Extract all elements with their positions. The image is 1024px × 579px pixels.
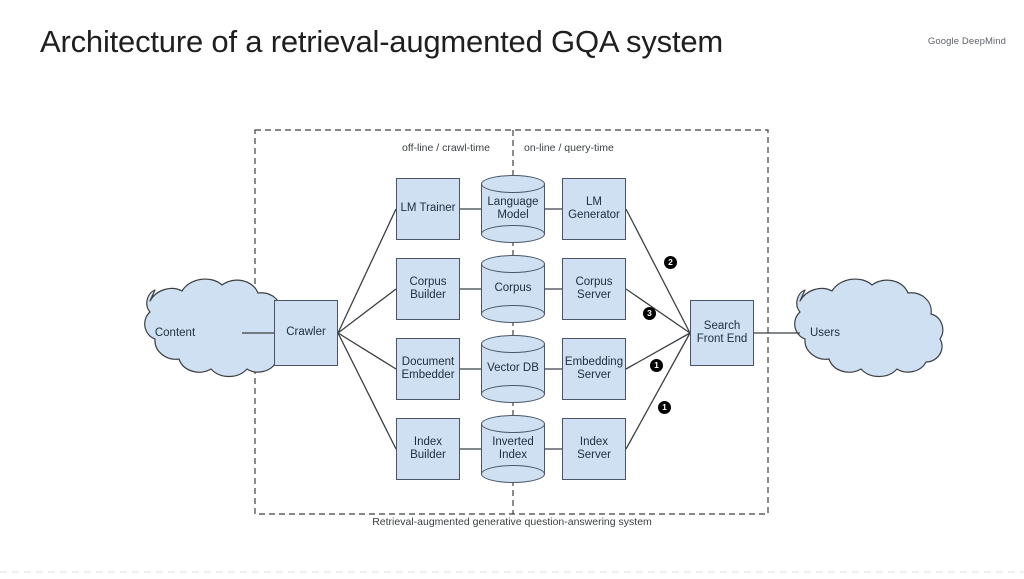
connector-index-server-to-frontend (625, 332, 691, 450)
content-cloud-label: Content (154, 327, 196, 339)
cylinder-bottom-ellipse (481, 305, 545, 323)
node-lm-generator[interactable]: LM Generator (562, 178, 626, 240)
connector-crawler-to-index-builder (337, 332, 397, 450)
phase-label-offline: off-line / crawl-time (402, 142, 490, 154)
users-cloud-label: Users (809, 327, 841, 339)
step-badge-3: 3 (643, 307, 656, 320)
users-cloud[interactable]: Users (760, 292, 890, 374)
datastore-corpus-label: Corpus (494, 282, 532, 295)
datastore-vector-db[interactable]: Vector DB (481, 335, 545, 403)
content-cloud[interactable]: Content (110, 292, 240, 374)
users-cloud-shape (794, 278, 944, 378)
step-badge-1b: 1 (658, 401, 671, 414)
cylinder-top-ellipse (481, 255, 545, 273)
diagram-caption: Retrieval-augmented generative question-… (372, 516, 652, 528)
brand-logo-text: Google DeepMind (927, 36, 1006, 47)
datastore-language-model-label: Language Model (487, 195, 539, 222)
datastore-language-model[interactable]: Language Model (481, 175, 545, 243)
step-badge-2: 2 (664, 256, 677, 269)
connector-embedding-server-to-frontend (625, 332, 691, 370)
node-lm-trainer[interactable]: LM Trainer (396, 178, 460, 240)
cylinder-bottom-ellipse (481, 385, 545, 403)
datastore-inverted-index-label: Inverted Index (492, 435, 534, 462)
node-corpus-builder[interactable]: Corpus Builder (396, 258, 460, 320)
cylinder-top-ellipse (481, 335, 545, 353)
connector-lm-generator-to-frontend (625, 208, 691, 334)
cylinder-bottom-ellipse (481, 465, 545, 483)
node-search-front-end[interactable]: Search Front End (690, 300, 754, 366)
node-index-server[interactable]: Index Server (562, 418, 626, 480)
node-crawler[interactable]: Crawler (274, 300, 338, 366)
phase-label-online: on-line / query-time (524, 142, 614, 154)
datastore-inverted-index[interactable]: Inverted Index (481, 415, 545, 483)
connector-crawler-to-lm-trainer (337, 208, 397, 334)
cylinder-top-ellipse (481, 415, 545, 433)
node-embedding-server[interactable]: Embedding Server (562, 338, 626, 400)
cylinder-top-ellipse (481, 175, 545, 193)
datastore-vector-db-label: Vector DB (487, 362, 539, 375)
cylinder-bottom-ellipse (481, 225, 545, 243)
page-title: Architecture of a retrieval-augmented GQ… (40, 24, 724, 59)
node-index-builder[interactable]: Index Builder (396, 418, 460, 480)
connector-crawler-to-corpus-builder (337, 288, 397, 334)
node-document-embedder[interactable]: Document Embedder (396, 338, 460, 400)
connector-crawler-to-document-embedder (337, 332, 397, 370)
step-badge-1a: 1 (650, 359, 663, 372)
node-corpus-server[interactable]: Corpus Server (562, 258, 626, 320)
datastore-corpus[interactable]: Corpus (481, 255, 545, 323)
connector-corpus-server-to-frontend (625, 288, 691, 334)
